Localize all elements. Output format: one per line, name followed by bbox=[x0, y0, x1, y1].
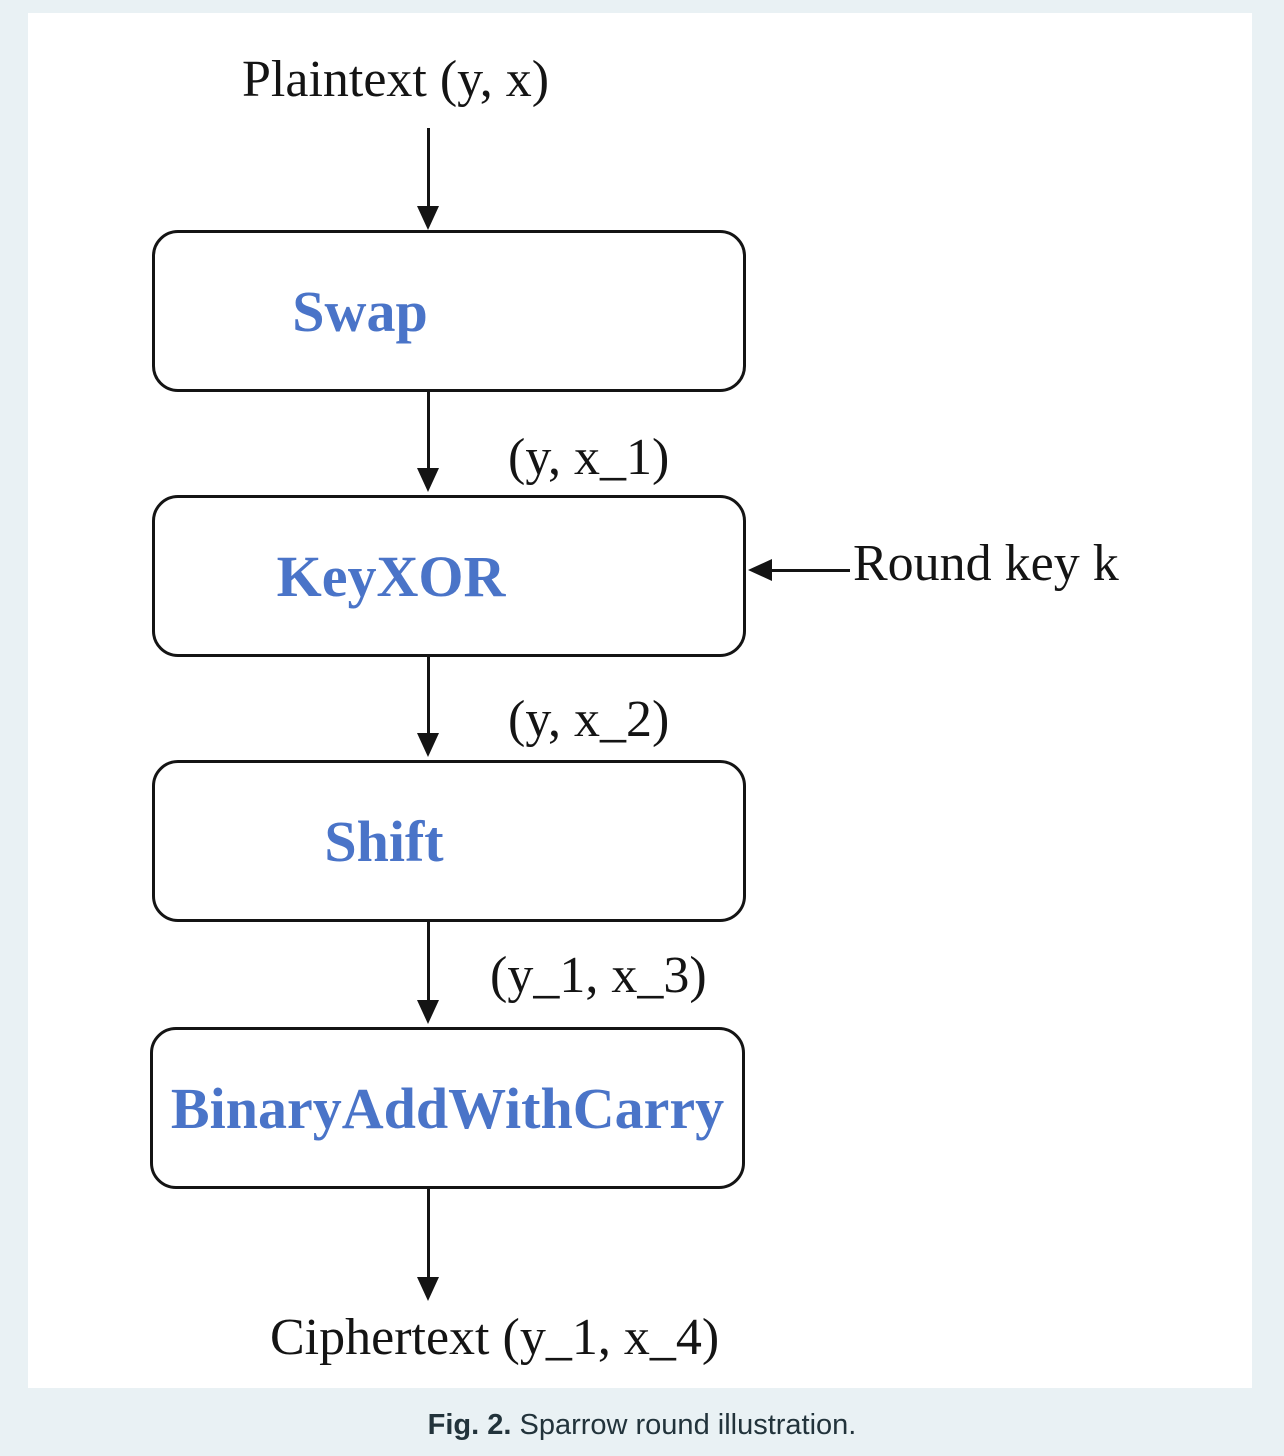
edge-label-y1-x3: (y_1, x_3) bbox=[490, 947, 707, 1004]
arrow-shaft bbox=[426, 128, 430, 206]
arrow-binaryaddwithcarry-to-ciphertext bbox=[417, 1189, 439, 1301]
arrowhead-down-icon bbox=[417, 206, 439, 230]
plaintext-label: Plaintext (y, x) bbox=[242, 51, 550, 108]
arrowhead-down-icon bbox=[417, 1277, 439, 1301]
arrow-shift-to-binaryaddwithcarry bbox=[417, 922, 439, 1024]
round-key-label: Round key k bbox=[853, 535, 1119, 592]
arrow-shaft bbox=[426, 1189, 430, 1277]
edge-label-y-x1: (y, x_1) bbox=[508, 429, 670, 486]
node-swap-label: Swap bbox=[292, 278, 428, 344]
arrow-shaft bbox=[772, 568, 850, 572]
node-keyxor: KeyXOR bbox=[152, 495, 746, 657]
node-shift: Shift bbox=[152, 760, 746, 922]
arrow-shaft bbox=[426, 657, 430, 733]
arrow-shaft bbox=[426, 392, 430, 468]
arrow-swap-to-keyxor bbox=[417, 392, 439, 492]
arrowhead-down-icon bbox=[417, 468, 439, 492]
figure-caption: Fig. 2. Sparrow round illustration. bbox=[0, 1408, 1284, 1443]
node-keyxor-label: KeyXOR bbox=[276, 543, 506, 609]
caption-number: Fig. 2. bbox=[427, 1409, 512, 1441]
node-binaryaddwithcarry-label: BinaryAddWithCarry bbox=[170, 1075, 725, 1141]
arrowhead-down-icon bbox=[417, 1000, 439, 1024]
arrowhead-down-icon bbox=[417, 733, 439, 757]
arrow-roundkey-to-keyxor bbox=[748, 559, 850, 581]
arrowhead-left-icon bbox=[748, 559, 772, 581]
node-swap: Swap bbox=[152, 230, 746, 392]
arrow-shaft bbox=[426, 922, 430, 1000]
ciphertext-label: Ciphertext (y_1, x_4) bbox=[270, 1309, 720, 1366]
edge-label-y-x2: (y, x_2) bbox=[508, 691, 670, 748]
node-binaryaddwithcarry: BinaryAddWithCarry bbox=[150, 1027, 745, 1189]
node-shift-label: Shift bbox=[324, 808, 444, 874]
arrow-plaintext-to-swap bbox=[417, 128, 439, 230]
arrow-keyxor-to-shift bbox=[417, 657, 439, 757]
caption-text: Sparrow round illustration. bbox=[511, 1409, 857, 1441]
